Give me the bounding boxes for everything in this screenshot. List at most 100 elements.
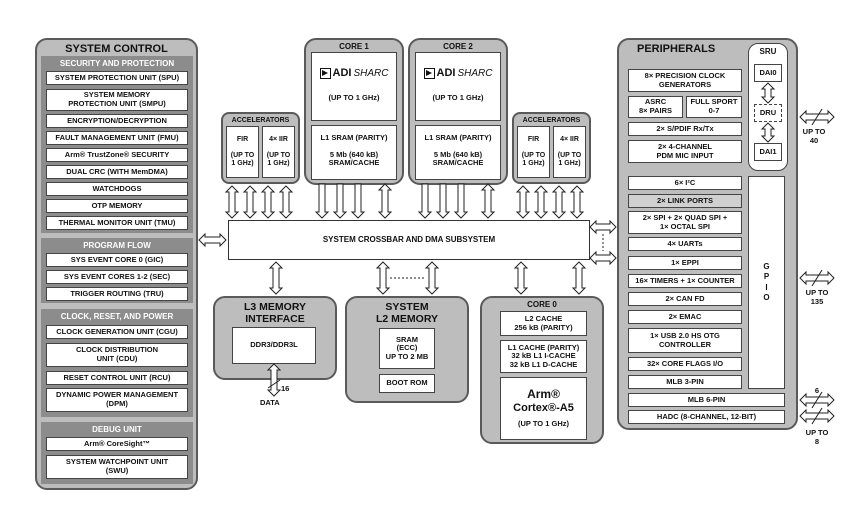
ddr3-block: DDR3/DDR3L <box>232 327 316 364</box>
accel-right-fir: FIR (UP TO 1 GHz) <box>517 126 550 178</box>
accel-crossbar-arrow <box>551 185 567 219</box>
periph-emac: 2× EMAC <box>628 310 742 324</box>
core1-crossbar-arrow <box>332 183 348 219</box>
otp-memory-block: OTP MEMORY <box>46 199 188 213</box>
cdu-block: CLOCK DISTRIBUTION UNIT (CDU) <box>46 343 188 367</box>
core1-crossbar-arrow <box>350 183 366 219</box>
l1-cache-block: L1 CACHE (PARITY) 32 kB L1 I-CACHE 32 kB… <box>500 340 587 373</box>
gpio-block: G P I O <box>748 176 785 389</box>
hadc-block: HADC (8-CHANNEL, 12-BIT) <box>628 410 785 424</box>
accel-crossbar-arrow <box>533 185 549 219</box>
core1-logo-mark: ADI <box>332 67 352 79</box>
accel-right-iir: 4× IIR (UP TO 1 GHz) <box>553 126 586 178</box>
core2-logo-text: SHARC <box>457 67 493 79</box>
crossbar-periph-arrow <box>589 219 617 235</box>
core2-sram-box: L1 SRAM (PARITY) 5 Mb (640 kB) SRAM/CACH… <box>415 125 501 180</box>
debug-header: DEBUG UNIT <box>41 423 193 436</box>
accel-crossbar-arrow <box>224 185 240 219</box>
swu-block: SYSTEM WATCHPOINT UNIT (SWU) <box>46 455 188 479</box>
core2-sram-label: L1 SRAM (PARITY) <box>424 133 492 142</box>
bus-slash <box>811 269 823 287</box>
crossbar-l2-arrow <box>424 261 440 295</box>
cortex-a5-label: Cortex®-A5 <box>513 401 574 414</box>
ext-upto40: UP TO 40 <box>802 127 826 145</box>
asrc-block: ASRC 8× PAIRS <box>628 96 683 118</box>
core1-crossbar-arrow <box>314 183 330 219</box>
watchdogs-block: WATCHDOGS <box>46 182 188 196</box>
arm-logo: Arm® <box>527 386 560 401</box>
precision-clock-block: 8× PRECISION CLOCK GENERATORS <box>628 69 742 92</box>
dual-crc-block: DUAL CRC (WITH MemDMA) <box>46 165 188 179</box>
accel-crossbar-arrow <box>278 185 294 219</box>
periph-uarts: 4× UARTs <box>628 237 742 251</box>
sru-internal-arrow <box>760 122 776 143</box>
dai0-block: DAI0 <box>754 64 782 82</box>
core2-crossbar-arrow <box>417 183 433 219</box>
bus-slash <box>811 391 823 409</box>
dai1-block: DAI1 <box>754 143 782 161</box>
clock-header: CLOCK, RESET, AND POWER <box>41 310 193 323</box>
core1-sram-detail: 5 Mb (640 kB) SRAM/CACHE <box>328 149 380 168</box>
syscontrol-crossbar-arrow <box>198 232 227 248</box>
core0-speed: (UP TO 1 GHz) <box>518 419 569 429</box>
core2-sram-detail: 5 Mb (640 kB) SRAM/CACHE <box>432 149 484 168</box>
gic-block: SYS EVENT CORE 0 (GIC) <box>46 253 188 267</box>
l2-cache-block: L2 CACHE 256 kB (PARITY) <box>500 311 587 336</box>
core2-title: CORE 2 <box>443 42 473 51</box>
core1-crossbar-arrow <box>377 183 393 219</box>
mlb6-block: MLB 6-PIN <box>628 393 785 407</box>
crossbar-periph-arrow <box>589 250 617 266</box>
cgu-block: CLOCK GENERATION UNIT (CGU) <box>46 325 188 339</box>
fmu-block: FAULT MANAGEMENT UNIT (FMU) <box>46 131 188 145</box>
core2-logo-mark: ADI <box>436 67 456 79</box>
bus-slash <box>811 407 823 425</box>
full-sport-block: FULL SPORT 0-7 <box>686 96 742 118</box>
periph-spi: 2× SPI + 2× QUAD SPI + 1× OCTAL SPI <box>628 211 742 234</box>
accel-crossbar-arrow <box>515 185 531 219</box>
boot-rom-block: BOOT ROM <box>379 374 435 393</box>
accel-right-title: ACCELERATORS <box>522 117 581 124</box>
core0-title: CORE 0 <box>527 300 557 309</box>
accel-crossbar-arrow <box>260 185 276 219</box>
encryption-block: ENCRYPTION/DECRYPTION <box>46 114 188 128</box>
ddr-bus-width: 16 <box>281 384 290 393</box>
core1-sram-label: L1 SRAM (PARITY) <box>320 133 388 142</box>
core1-logo-text: SHARC <box>353 67 389 79</box>
core1-speed: (UP TO 1 GHz) <box>328 92 380 102</box>
dpm-block: DYNAMIC POWER MANAGEMENT (DPM) <box>46 388 188 412</box>
adi-logo-icon <box>319 67 331 79</box>
core1-sharc-box: ADI SHARC (UP TO 1 GHz) <box>311 52 397 121</box>
core2-crossbar-arrow <box>480 183 496 219</box>
trustzone-block: Arm® TrustZone® SECURITY <box>46 148 188 162</box>
tru-block: TRIGGER ROUTING (TRU) <box>46 287 188 301</box>
crossbar-core0-arrow <box>513 261 529 295</box>
bus-slash <box>811 108 823 126</box>
l2-memory-title: SYSTEM L2 MEMORY <box>375 301 439 326</box>
bus-slash <box>267 379 281 389</box>
ext-upto8: UP TO 8 <box>805 428 829 446</box>
ext-six: 6 <box>814 386 820 395</box>
coresight-block: Arm® CoreSight™ <box>46 437 188 451</box>
crossbar-core0-arrow <box>571 261 587 295</box>
l2-sram-block: SRAM (ECC) UP TO 2 MB <box>379 328 435 369</box>
dru-block: DRU <box>754 104 782 122</box>
crossbar-l3-arrow <box>268 261 284 295</box>
ddr-data-arrow <box>266 363 282 397</box>
adi-logo-icon <box>423 67 435 79</box>
security-header: SECURITY AND PROTECTION <box>41 57 193 70</box>
sec-block: SYS EVENT CORES 1-2 (SEC) <box>46 270 188 284</box>
rcu-block: RESET CONTROL UNIT (RCU) <box>46 371 188 385</box>
accel-left-fir: FIR (UP TO 1 GHz) <box>226 126 259 178</box>
accel-crossbar-arrow <box>569 185 585 219</box>
spu-block: SYSTEM PROTECTION UNIT (SPU) <box>46 71 188 85</box>
core1-sram-box: L1 SRAM (PARITY) 5 Mb (640 kB) SRAM/CACH… <box>311 125 397 180</box>
periph-core-flags: 32× CORE FLAGS I/O <box>628 357 742 371</box>
core2-crossbar-arrow <box>453 183 469 219</box>
system-crossbar: SYSTEM CROSSBAR AND DMA SUBSYSTEM <box>228 220 590 260</box>
ddr-data-label: DATA <box>260 398 280 407</box>
core2-sharc-box: ADI SHARC (UP TO 1 GHz) <box>415 52 501 121</box>
tmu-block: THERMAL MONITOR UNIT (TMU) <box>46 216 188 230</box>
periph-timers: 16× TIMERS + 1× COUNTER <box>628 274 742 288</box>
periph-eppi: 1× EPPI <box>628 256 742 270</box>
periph-usb: 1× USB 2.0 HS OTG CONTROLLER <box>628 328 742 353</box>
